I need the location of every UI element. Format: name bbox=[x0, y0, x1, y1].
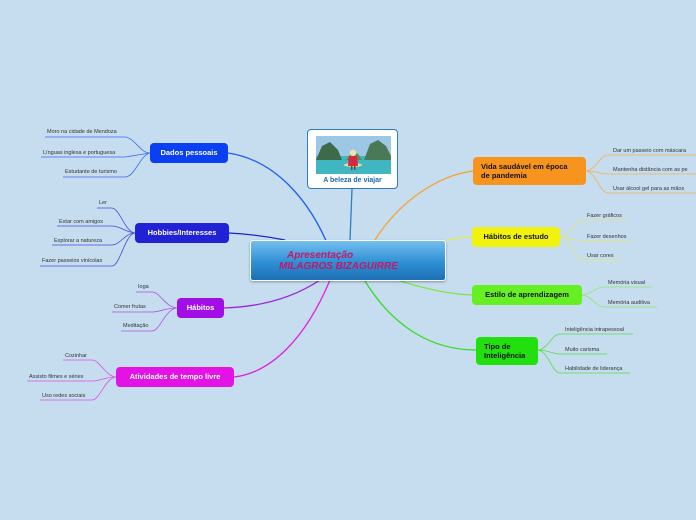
leaf-vida-1: Mantenha distância com as pe bbox=[613, 168, 688, 174]
branch-estilo-label: Estilo de aprendizagem bbox=[485, 290, 569, 299]
leaf-atividades-0: Cozinhar bbox=[65, 354, 87, 360]
leaf-hobbies-3: Fazer passeios vinícolas bbox=[42, 259, 102, 265]
branch-hobbies-label: Hobbies/Interesses bbox=[148, 228, 217, 237]
travel-photo bbox=[316, 136, 391, 174]
branch-vida-saudavel[interactable]: Vida saudável em época de pandemia bbox=[473, 157, 586, 185]
leaf-atividades-2: Uso redes sociais bbox=[42, 394, 85, 400]
branch-habitos-estudo-label: Hábitos de estudo bbox=[483, 232, 548, 241]
leaf-hobbies-1: Estar com amigos bbox=[59, 220, 103, 226]
branch-hobbies[interactable]: Hobbies/Interesses bbox=[135, 223, 229, 243]
link-tipo bbox=[365, 281, 476, 350]
leaf-vida-0: Dar um passeio com máscara bbox=[613, 149, 686, 155]
leaf-habitos-1: Comer frutas bbox=[114, 305, 146, 311]
image-caption: A beleza de viajar bbox=[308, 177, 397, 184]
branch-estilo[interactable]: Estilo de aprendizagem bbox=[472, 285, 582, 305]
leaf-habitos-0: Ioga bbox=[138, 285, 149, 291]
central-subtitle: MILAGROS BIZAGUIRRE bbox=[251, 261, 445, 272]
branch-dados-pessoais-label: Dados pessoais bbox=[160, 148, 217, 157]
leaf-hobbies-2: Explorar a natureza bbox=[54, 239, 102, 245]
link-hobbies bbox=[229, 233, 285, 240]
link-estilo bbox=[400, 281, 472, 295]
leaf-vida-2: Usar álcool gel para as mãos bbox=[613, 187, 684, 193]
leaf-tipo-0: Inteligência intrapessoal bbox=[565, 328, 624, 334]
leaf-atividades-1: Assisto filmes e séries bbox=[29, 375, 83, 381]
leaf-estudo-1: Fazer desenhos bbox=[587, 235, 626, 241]
link-habitos bbox=[224, 280, 320, 308]
leaf-dados-2: Estudante de turismo bbox=[65, 170, 117, 176]
leaf-dados-0: Moro na cidade de Mendoza bbox=[47, 130, 117, 136]
branch-vida-saudavel-label: Vida saudável em época de pandemia bbox=[481, 162, 578, 181]
link-atividades bbox=[234, 280, 330, 377]
branch-dados-pessoais[interactable]: Dados pessoais bbox=[150, 143, 228, 163]
branch-habitos-label: Hábitos bbox=[187, 303, 215, 312]
leaf-dados-1: Línguas inglesa e portuguesa bbox=[43, 151, 115, 157]
image-card[interactable]: A beleza de viajar bbox=[307, 129, 398, 189]
branch-habitos-estudo[interactable]: Hábitos de estudo bbox=[472, 227, 560, 247]
leaf-estilo-0: Memória visual bbox=[608, 281, 645, 287]
leaf-hobbies-0: Ler bbox=[99, 201, 107, 207]
branch-tipo[interactable]: Tipo de Inteligência bbox=[476, 337, 538, 365]
leaf-habitos-2: Meditação bbox=[123, 324, 148, 330]
central-topic[interactable]: Apresentação MILAGROS BIZAGUIRRE bbox=[250, 240, 446, 281]
leaf-tipo-1: Muito carisma bbox=[565, 348, 599, 354]
branch-tipo-label: Tipo de Inteligência bbox=[484, 342, 530, 361]
branch-atividades-label: Atividades de tempo livre bbox=[130, 372, 221, 381]
branch-habitos[interactable]: Hábitos bbox=[177, 298, 224, 318]
link-image-card bbox=[350, 189, 352, 240]
central-title: Apresentação bbox=[251, 250, 445, 261]
branch-atividades[interactable]: Atividades de tempo livre bbox=[116, 367, 234, 387]
leaf-estudo-0: Fazer gráficos bbox=[587, 214, 622, 220]
leaf-estilo-1: Memória auditiva bbox=[608, 301, 650, 307]
leaf-estudo-2: Usar cores bbox=[587, 254, 614, 260]
leaf-tipo-2: Habilidade de liderança bbox=[565, 367, 622, 373]
